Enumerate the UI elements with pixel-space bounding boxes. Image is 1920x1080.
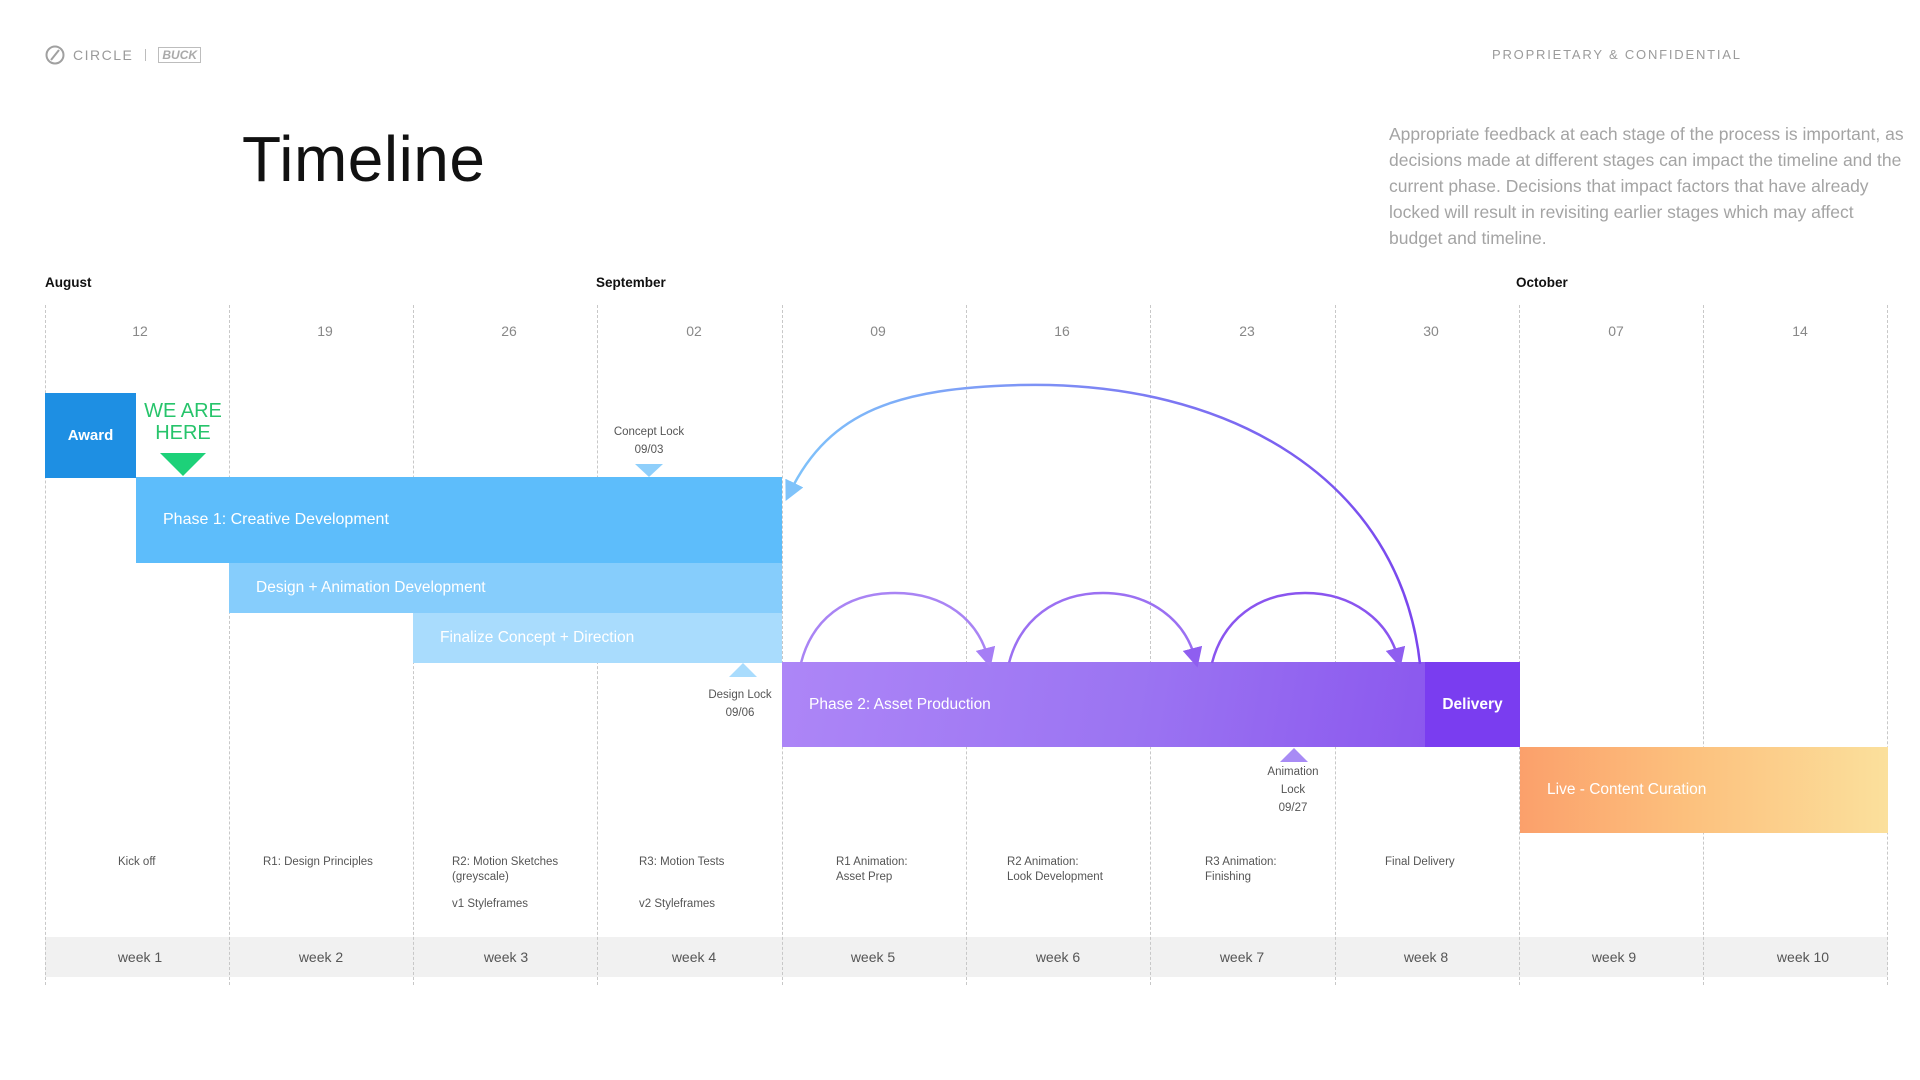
we-are-here-line-1: WE ARE	[144, 400, 222, 422]
deliverable-week-2: R1: Design Principles	[263, 856, 373, 868]
animation-lock-label-2: Lock	[1280, 784, 1306, 796]
we-are-here-line-2: HERE	[155, 422, 211, 444]
deliverable-week-4: R3: Motion Tests	[639, 856, 725, 868]
phase-1-label: Phase 1: Creative Development	[163, 511, 389, 528]
design-animation-bar: Design + Animation Development	[229, 563, 782, 613]
deliverable-week-5-line-2: Asset Prep	[836, 871, 893, 883]
design-animation-label: Design + Animation Development	[256, 579, 486, 596]
concept-lock-marker-icon	[635, 464, 663, 477]
month-label-september: September	[596, 275, 666, 290]
deliverable-week-3-line-1: R2: Motion Sketches	[452, 856, 559, 868]
phase-2-label: Phase 2: Asset Production	[809, 695, 991, 713]
partner-logo: BUCK	[158, 47, 202, 63]
award-label: Award	[67, 427, 114, 444]
month-label-october: October	[1516, 275, 1568, 290]
page-title: Timeline	[242, 123, 486, 195]
week-label: week 10	[1776, 949, 1830, 965]
deliverable-week-6-line-2: Look Development	[1007, 871, 1103, 883]
concept-lock-date: 09/03	[634, 444, 664, 456]
month-label-august: August	[45, 275, 92, 290]
date-label: 09	[870, 323, 886, 339]
delivery-bar: Delivery	[1425, 662, 1520, 747]
feedback-arrow-3	[1210, 591, 1406, 668]
deliverable-week-6: R2 Animation: Look Development	[1007, 855, 1103, 885]
deliverable-week-3-line-2: (greyscale)	[452, 871, 509, 883]
concept-lock-label: Concept Lock	[613, 426, 685, 438]
deliverable-week-5: R1 Animation: Asset Prep	[836, 855, 908, 885]
date-label: 16	[1054, 323, 1070, 339]
date-label: 19	[317, 323, 333, 339]
feedback-arrow-main	[785, 383, 1422, 665]
we-are-here-label: WE ARE HERE	[138, 400, 228, 444]
deliverable-week-5-line-1: R1 Animation:	[836, 856, 908, 868]
deliverable-week-7: R3 Animation: Finishing	[1205, 855, 1277, 885]
animation-lock-marker-icon	[1280, 748, 1308, 762]
design-lock-label: Design Lock	[708, 689, 772, 701]
design-lock-marker-icon	[729, 663, 757, 677]
grid-line	[229, 305, 230, 985]
grid-line	[1150, 305, 1151, 985]
feedback-arrow-1	[799, 591, 996, 668]
animation-lock-date: 09/27	[1278, 802, 1308, 814]
description-text: Appropriate feedback at each stage of th…	[1389, 124, 1904, 248]
logo: CIRCLE BUCK	[45, 44, 202, 66]
deliverable-week-1: Kick off	[118, 856, 156, 868]
date-label: 30	[1423, 323, 1439, 339]
date-label: 12	[132, 323, 148, 339]
grid-line	[45, 305, 46, 985]
concept-lock-milestone: Concept Lock 09/03	[594, 423, 704, 459]
week-label: week 2	[298, 949, 344, 965]
deliverable-week-8: Final Delivery	[1385, 856, 1455, 868]
current-position-marker-icon	[160, 453, 206, 476]
week-label: week 7	[1219, 949, 1265, 965]
deliverable-week-4-styleframes: v2 Styleframes	[639, 898, 716, 910]
finalize-concept-label: Finalize Concept + Direction	[440, 629, 635, 646]
confidential-label: PROPRIETARY & CONFIDENTIAL	[1492, 47, 1742, 62]
grid-line	[1703, 305, 1704, 985]
feedback-arrow-2	[1007, 591, 1203, 668]
circle-logo-icon	[45, 45, 65, 65]
deliverable-week-6-line-1: R2 Animation:	[1007, 856, 1079, 868]
week-label: week 1	[117, 949, 163, 965]
week-label: week 6	[1035, 949, 1081, 965]
date-label: 26	[501, 323, 517, 339]
design-lock-milestone: Design Lock 09/06	[685, 686, 795, 722]
grid-line	[1519, 305, 1520, 985]
week-label: week 4	[671, 949, 717, 965]
date-label: 07	[1608, 323, 1624, 339]
logo-text: CIRCLE	[73, 47, 134, 63]
deliverable-week-3: R2: Motion Sketches (greyscale)	[452, 855, 558, 885]
week-label: week 3	[483, 949, 529, 965]
award-bar: Award	[45, 393, 136, 478]
date-label: 14	[1792, 323, 1808, 339]
phase-2-bar: Phase 2: Asset Production	[782, 662, 1425, 747]
live-content-label: Live - Content Curation	[1547, 781, 1707, 798]
date-label: 23	[1239, 323, 1255, 339]
phase-1-bar: Phase 1: Creative Development	[136, 477, 782, 563]
deliverable-week-7-line-2: Finishing	[1205, 871, 1252, 883]
week-label: week 5	[850, 949, 896, 965]
finalize-concept-bar: Finalize Concept + Direction	[413, 613, 782, 663]
week-label: week 9	[1591, 949, 1637, 965]
delivery-label: Delivery	[1442, 695, 1503, 713]
logo-divider	[145, 49, 147, 61]
animation-lock-milestone: Animation Lock 09/27	[1238, 763, 1348, 817]
grid-line	[1887, 305, 1888, 985]
grid-line	[1335, 305, 1336, 985]
grid-line	[782, 305, 783, 985]
deliverable-week-3-styleframes: v1 Styleframes	[452, 898, 529, 910]
date-label: 02	[686, 323, 702, 339]
live-content-bar: Live - Content Curation	[1520, 747, 1888, 833]
week-label: week 8	[1403, 949, 1449, 965]
grid-line	[966, 305, 967, 985]
animation-lock-label-1: Animation	[1267, 766, 1319, 778]
design-lock-date: 09/06	[725, 707, 755, 719]
deliverable-week-7-line-1: R3 Animation:	[1205, 856, 1277, 868]
